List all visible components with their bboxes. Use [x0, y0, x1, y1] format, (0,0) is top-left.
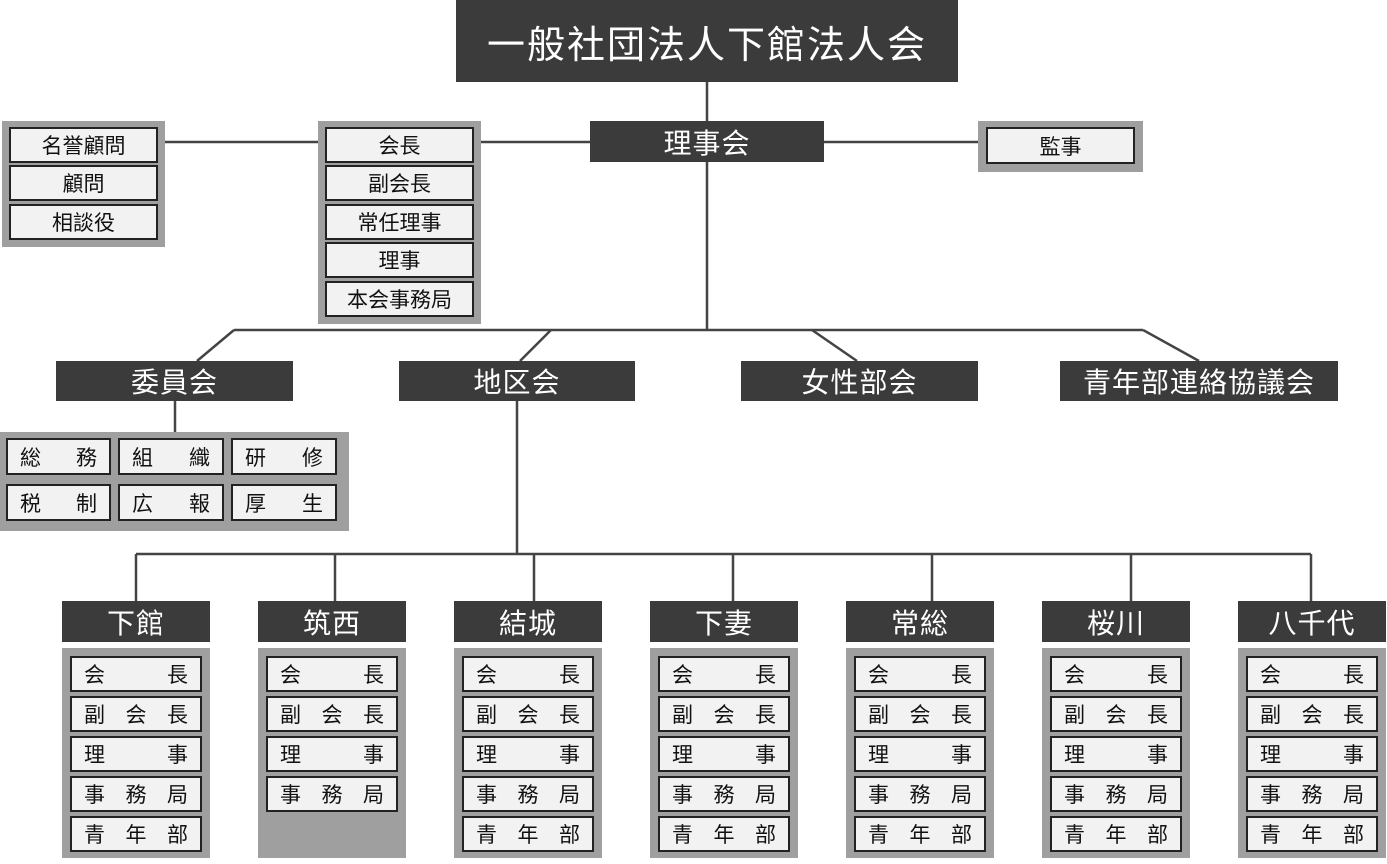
district-role-item: 会長	[462, 656, 594, 692]
district-roles-panel: 会長副会長理事事務局青年部	[454, 648, 602, 858]
advisor-item: 顧問	[9, 165, 158, 201]
youth-council-division-box: 青年部連絡協議会	[1060, 361, 1338, 401]
district-roles-panel: 会長副会長理事事務局青年部	[650, 648, 798, 858]
district-role-item: 事務局	[1246, 776, 1378, 812]
district-header: 八千代	[1238, 601, 1386, 642]
district-role-item: 副会長	[462, 696, 594, 732]
auditor-panel: 監事	[978, 121, 1143, 172]
district-role-item: 会長	[1050, 656, 1182, 692]
district-header: 筑西	[258, 601, 406, 642]
district-roles-panel: 会長副会長理事事務局青年部	[62, 648, 210, 858]
advisors-panel: 名誉顧問 顧問 相談役	[2, 121, 165, 247]
officer-item: 副会長	[325, 165, 474, 201]
district-role-item: 会長	[70, 656, 202, 692]
district-role-item: 会長	[266, 656, 398, 692]
district-role-item: 青年部	[462, 816, 594, 852]
district-role-item: 理事	[266, 736, 398, 772]
district-roles-panel: 会長副会長理事事務局青年部	[1042, 648, 1190, 858]
auditor-item: 監事	[986, 127, 1135, 164]
organization-title: 一般社団法人下館法人会	[456, 0, 958, 82]
district-role-item: 会長	[1246, 656, 1378, 692]
committee-item: 広報	[118, 484, 224, 521]
district-role-item: 理事	[70, 736, 202, 772]
district-roles-panel: 会長副会長理事事務局	[258, 648, 406, 858]
committee-item: 組織	[118, 438, 224, 475]
district-roles-panel: 会長副会長理事事務局青年部	[1238, 648, 1386, 858]
district-role-item: 青年部	[1246, 816, 1378, 852]
district-role-item: 事務局	[266, 776, 398, 812]
district-role-item: 理事	[1246, 736, 1378, 772]
district-header: 結城	[454, 601, 602, 642]
officers-panel: 会長 副会長 常任理事 理事 本会事務局	[318, 121, 481, 324]
connector-committee-branch	[196, 329, 235, 362]
district-role-item: 理事	[462, 736, 594, 772]
advisor-item: 名誉顧問	[9, 127, 158, 163]
district-role-item: 青年部	[1050, 816, 1182, 852]
district-role-item: 理事	[854, 736, 986, 772]
connector-women-branch	[811, 328, 858, 363]
officer-item: 理事	[325, 242, 474, 278]
board-of-directors-box: 理事会	[590, 121, 824, 162]
committee-item: 研修	[231, 438, 337, 475]
district-roles-panel: 会長副会長理事事務局青年部	[846, 648, 994, 858]
district-header: 下妻	[650, 601, 798, 642]
committee-panel: 総務 組織 研修 税制 広報 厚生	[0, 432, 349, 531]
women-division-box: 女性部会	[741, 361, 978, 401]
district-role-item: 理事	[1050, 736, 1182, 772]
district-role-item: 事務局	[462, 776, 594, 812]
district-header: 常総	[846, 601, 994, 642]
district-role-item: 副会長	[1050, 696, 1182, 732]
district-role-item: 副会長	[70, 696, 202, 732]
district-role-item: 副会長	[658, 696, 790, 732]
district-role-item: 副会長	[854, 696, 986, 732]
district-header: 下館	[62, 601, 210, 642]
committee-item: 厚生	[231, 484, 337, 521]
officer-item: 会長	[325, 127, 474, 163]
district-role-item: 青年部	[70, 816, 202, 852]
advisor-item: 相談役	[9, 204, 158, 240]
district-division-box: 地区会	[399, 361, 635, 401]
district-role-item: 副会長	[266, 696, 398, 732]
connector-district-branch	[519, 329, 552, 362]
district-role-item: 事務局	[854, 776, 986, 812]
district-role-item: 事務局	[1050, 776, 1182, 812]
committee-item: 総務	[6, 438, 111, 475]
connector-youth-branch	[1142, 328, 1200, 363]
district-role-item: 会長	[658, 656, 790, 692]
officer-item: 本会事務局	[325, 281, 474, 317]
district-role-item: 事務局	[658, 776, 790, 812]
committee-item: 税制	[6, 484, 111, 521]
officer-item: 常任理事	[325, 204, 474, 240]
district-role-item: 青年部	[658, 816, 790, 852]
district-role-item: 副会長	[1246, 696, 1378, 732]
district-role-item: 会長	[854, 656, 986, 692]
district-header: 桜川	[1042, 601, 1190, 642]
district-role-item: 事務局	[70, 776, 202, 812]
district-role-item: 青年部	[854, 816, 986, 852]
committee-division-box: 委員会	[56, 361, 293, 401]
district-role-item: 理事	[658, 736, 790, 772]
